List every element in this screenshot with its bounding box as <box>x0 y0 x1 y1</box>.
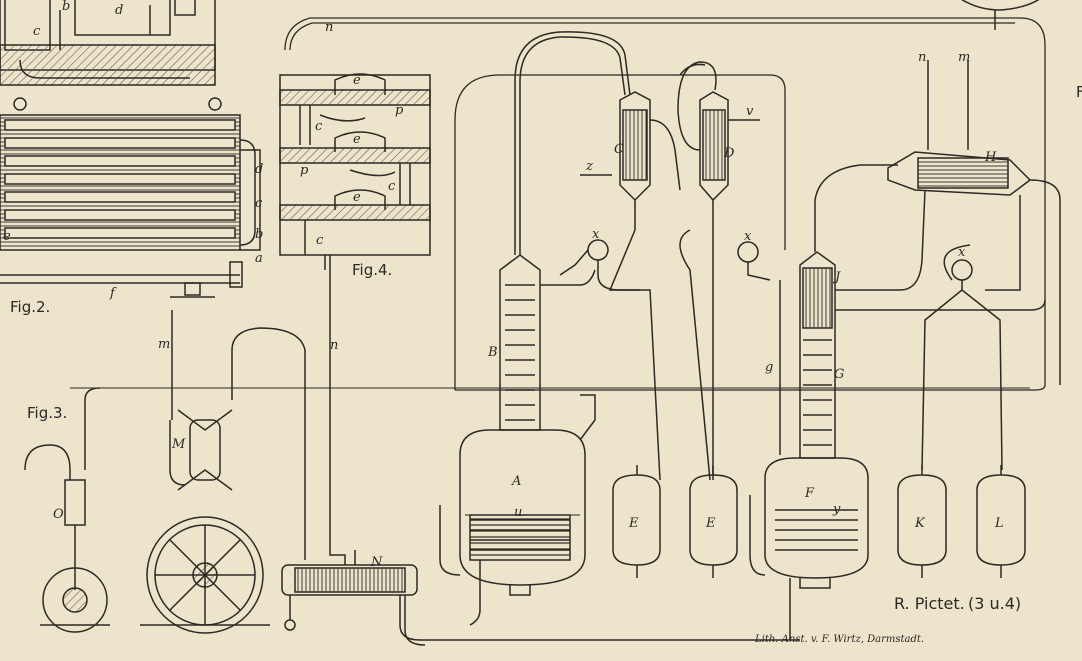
label-n-condenser: N <box>370 555 383 570</box>
label-j: J <box>832 270 841 285</box>
pipe-v: v <box>746 104 754 119</box>
label-o: O <box>53 507 64 522</box>
fig4-label: Fig.4. <box>352 261 392 279</box>
condenser-n <box>281 270 800 646</box>
pipe-z: z <box>585 159 593 174</box>
fig2-tube-exchanger <box>0 97 261 298</box>
lithographer-credit: Lith. Anst. v. F. Wirtz, Darmstadt. <box>754 634 924 645</box>
pipe-n-right: n <box>918 50 926 65</box>
fig4-e3: e <box>353 190 361 205</box>
pipe-u: u <box>514 505 522 520</box>
fig2-b-top: b <box>62 0 70 14</box>
fig3-label: Fig.3. <box>27 404 67 422</box>
label-c: C <box>614 142 624 157</box>
label-b: B <box>487 345 498 360</box>
pipe-x2: x <box>744 229 752 244</box>
fig4-p2: p <box>300 163 309 178</box>
fig2-d-top: d <box>115 3 123 18</box>
label-f: F <box>804 486 815 501</box>
label-a: A <box>511 474 521 489</box>
separator-x2 <box>737 241 771 281</box>
fig2-c: c <box>255 196 263 211</box>
label-m: M <box>171 437 186 452</box>
fig2-a: a <box>255 251 263 266</box>
condenser-d <box>677 61 760 481</box>
separator-x3 <box>921 244 1003 471</box>
label-e2: E <box>705 516 716 531</box>
pump-o <box>24 387 110 633</box>
pipe-g: g <box>765 360 773 375</box>
fig4-c3: c <box>316 233 324 248</box>
fig2-f: f <box>109 286 117 301</box>
fig4-section <box>279 73 431 270</box>
column-b <box>499 31 631 441</box>
label-l: L <box>994 516 1004 531</box>
condenser-c <box>580 91 681 481</box>
label-e1: E <box>628 516 639 531</box>
fig2-label: Fig.2. <box>10 298 50 316</box>
pipe-n-top: n <box>325 20 333 35</box>
label-g: G <box>834 367 844 382</box>
receiver-e1 <box>612 465 661 578</box>
fig2-top-furnace <box>0 0 216 86</box>
receiver-e2 <box>689 465 738 578</box>
label-d: D <box>723 146 735 161</box>
pump-m <box>140 310 306 634</box>
fig4-c1: c <box>315 119 323 134</box>
fig2-d: d <box>255 162 263 177</box>
fig2-e: e <box>3 229 11 244</box>
fig2-c-top: c <box>33 24 41 39</box>
fig4-p1: p <box>395 103 404 118</box>
author-signature: R. Pictet. <box>894 594 965 613</box>
fig4-e2: e <box>353 132 361 147</box>
fig2-b: b <box>255 227 263 242</box>
fig4-e1: e <box>353 73 361 88</box>
receiver-l <box>976 465 1026 578</box>
pipe-x3: x <box>958 245 966 260</box>
still-a <box>439 429 586 626</box>
still-f <box>749 457 869 640</box>
column-g <box>779 164 1046 459</box>
label-k: K <box>914 516 926 531</box>
condenser-h <box>887 60 1061 385</box>
label-h: H <box>984 150 997 165</box>
pipe-n-mid: n <box>330 338 338 353</box>
pipe-m-right: m <box>958 50 970 65</box>
pipe-x1: x <box>592 227 600 242</box>
receiver-k <box>897 465 947 578</box>
plate-number: (3 u.4) <box>968 594 1021 613</box>
separator-x1 <box>559 239 640 291</box>
fig4-c2: c <box>388 179 396 194</box>
pipe-m-left: m <box>158 337 170 352</box>
edge-letter: F <box>1076 83 1082 101</box>
pipe-y: y <box>832 502 841 517</box>
